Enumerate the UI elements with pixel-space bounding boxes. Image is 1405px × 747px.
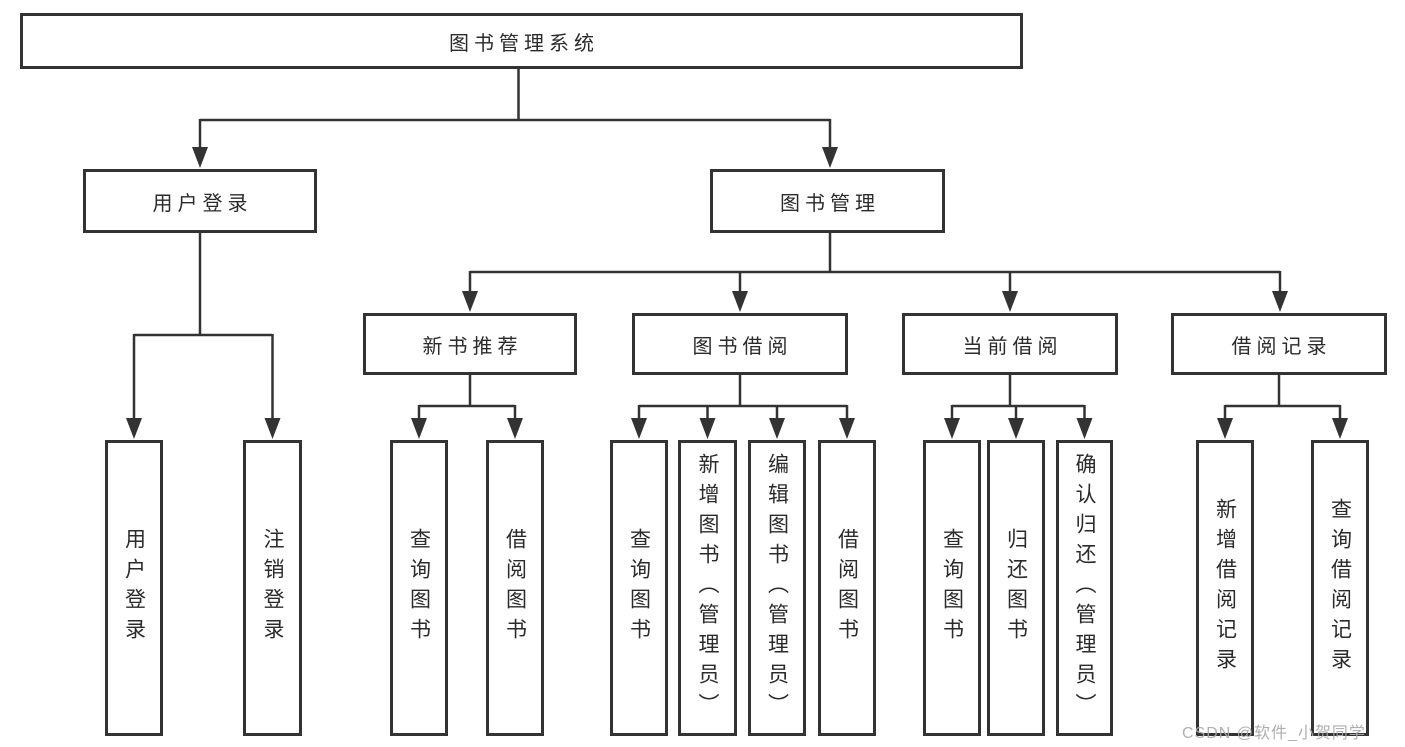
node-leaf-borrow-books-rec: 借阅图书 bbox=[486, 440, 544, 736]
node-current-borrowing: 当前借阅 bbox=[902, 313, 1118, 375]
node-leaf-user-login-label: 用户登录 bbox=[122, 528, 146, 648]
node-book-borrowing: 图书借阅 bbox=[632, 313, 848, 375]
node-leaf-query-borrow-record-label: 查询借阅记录 bbox=[1328, 498, 1352, 678]
watermark-text: CSDN @软件_小贺同学 bbox=[1182, 725, 1366, 742]
node-leaf-confirm-return-admin: 确认归还（管理员） bbox=[1056, 440, 1113, 736]
node-leaf-edit-books-admin: 编辑图书（管理员） bbox=[748, 440, 806, 736]
node-leaf-query-books-current: 查询图书 bbox=[923, 440, 981, 736]
node-leaf-user-login: 用户登录 bbox=[105, 440, 163, 736]
node-leaf-edit-books-admin-label: 编辑图书（管理员） bbox=[765, 453, 789, 723]
node-borrowing-records: 借阅记录 bbox=[1171, 313, 1387, 375]
node-root: 图书管理系统 bbox=[20, 13, 1023, 69]
node-leaf-query-books-borrow-label: 查询图书 bbox=[627, 528, 651, 648]
node-book-management-label: 图书管理 bbox=[780, 192, 880, 215]
node-leaf-confirm-return-admin-label: 确认归还（管理员） bbox=[1073, 453, 1096, 723]
node-new-book-recommend-label: 新书推荐 bbox=[422, 335, 523, 358]
node-leaf-return-books: 归还图书 bbox=[987, 440, 1045, 736]
node-book-borrowing-label: 图书借阅 bbox=[692, 335, 793, 358]
node-leaf-return-books-label: 归还图书 bbox=[1004, 528, 1028, 648]
node-leaf-add-books-admin: 新增图书（管理员） bbox=[678, 440, 737, 736]
node-book-management: 图书管理 bbox=[710, 169, 945, 233]
node-leaf-logout: 注销登录 bbox=[243, 440, 302, 736]
node-leaf-add-borrow-record: 新增借阅记录 bbox=[1196, 440, 1254, 736]
node-leaf-query-books-borrow: 查询图书 bbox=[610, 440, 668, 736]
node-user-login-label: 用户登录 bbox=[152, 192, 253, 215]
node-leaf-borrow-books-borrow: 借阅图书 bbox=[818, 440, 876, 736]
node-leaf-query-books-rec: 查询图书 bbox=[390, 440, 448, 736]
node-user-login: 用户登录 bbox=[83, 169, 317, 233]
node-leaf-query-books-current-label: 查询图书 bbox=[940, 528, 964, 648]
node-leaf-add-borrow-record-label: 新增借阅记录 bbox=[1213, 498, 1237, 678]
node-leaf-add-books-admin-label: 新增图书（管理员） bbox=[696, 453, 719, 723]
node-current-borrowing-label: 当前借阅 bbox=[962, 335, 1063, 358]
node-leaf-borrow-books-rec-label: 借阅图书 bbox=[503, 528, 527, 648]
node-leaf-query-borrow-record: 查询借阅记录 bbox=[1311, 440, 1369, 736]
node-leaf-borrow-books-borrow-label: 借阅图书 bbox=[835, 528, 859, 648]
node-root-label: 图书管理系统 bbox=[449, 32, 599, 55]
node-borrowing-records-label: 借阅记录 bbox=[1231, 335, 1332, 358]
node-leaf-logout-label: 注销登录 bbox=[261, 528, 284, 648]
node-leaf-query-books-rec-label: 查询图书 bbox=[407, 528, 431, 648]
node-new-book-recommend: 新书推荐 bbox=[363, 313, 577, 375]
